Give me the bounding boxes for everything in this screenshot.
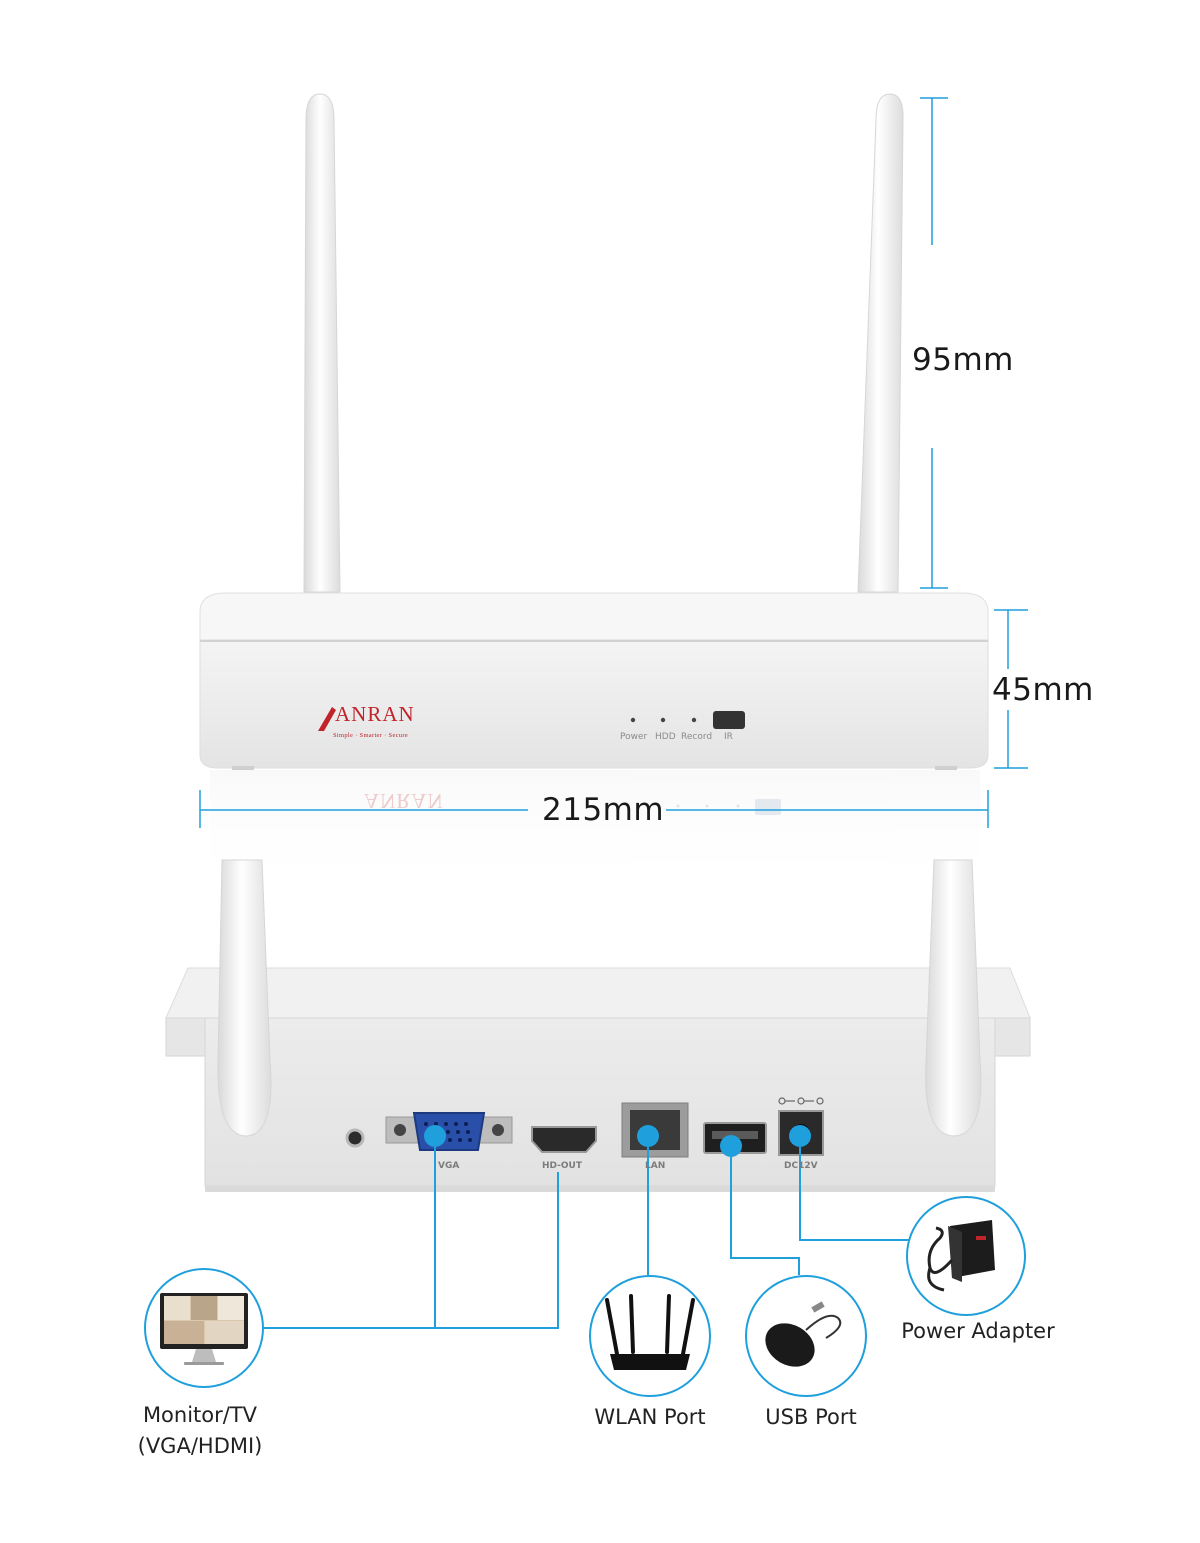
front-lid — [199, 592, 989, 641]
width-label: 215mm — [542, 792, 665, 828]
connector-lines — [263, 1147, 910, 1329]
front-reflection — [210, 770, 980, 890]
lan-port-marker — [637, 1125, 659, 1147]
front-label-hdd: HDD — [655, 732, 676, 742]
rear-left-antenna — [217, 859, 272, 1137]
connection-icons — [144, 1196, 1026, 1397]
port-label-dc12v: DC12V — [784, 1161, 818, 1171]
mouse-icon — [765, 1301, 842, 1367]
front-view — [199, 93, 989, 770]
rear-panel — [204, 1017, 996, 1187]
wlan-caption: WLAN Port — [594, 1405, 706, 1429]
brand-name: ANRAN — [335, 702, 415, 726]
front-label-record: Record — [681, 732, 713, 742]
front-label-power: Power — [620, 732, 648, 742]
usb-port-marker — [720, 1135, 742, 1157]
router-circle — [589, 1275, 711, 1397]
brand-reflection: ANRAN — [364, 788, 444, 813]
brand-reflection-text: ANRAN — [364, 789, 444, 813]
port-label-hd-out: HD-OUT — [542, 1161, 583, 1171]
rear-right-antenna — [925, 859, 982, 1137]
record-led — [691, 717, 697, 723]
hdd-led — [660, 717, 666, 723]
brand-logo-mark — [318, 707, 336, 731]
power-led — [630, 717, 636, 723]
usb-caption: USB Port — [765, 1405, 857, 1429]
antenna-height-label: 95mm — [912, 342, 1014, 378]
dimension-lines — [199, 97, 1028, 828]
front-label-ir: IR — [724, 732, 733, 742]
rear-view — [165, 859, 1031, 1192]
ir-window — [713, 711, 745, 729]
vga-port-marker — [424, 1125, 446, 1147]
dc-port-marker — [789, 1125, 811, 1147]
monitor-caption: Monitor/TV (VGA/HDMI) — [137, 1403, 263, 1458]
brand-tagline: Simple · Smarter · Secure — [333, 732, 409, 739]
port-label-lan: LAN — [645, 1161, 666, 1171]
left-antenna — [303, 93, 341, 593]
router-icon — [605, 1294, 695, 1370]
power-adapter-icon — [927, 1220, 995, 1292]
monitor-icon — [160, 1293, 248, 1365]
right-antenna — [857, 93, 904, 593]
port-label-vga: VGA — [438, 1161, 460, 1171]
audio-jack — [345, 1128, 365, 1148]
front-body — [199, 639, 989, 769]
hdmi-port — [531, 1126, 597, 1153]
body-height-label: 45mm — [992, 672, 1094, 708]
power-adapter-caption: Power Adapter — [901, 1319, 1055, 1343]
